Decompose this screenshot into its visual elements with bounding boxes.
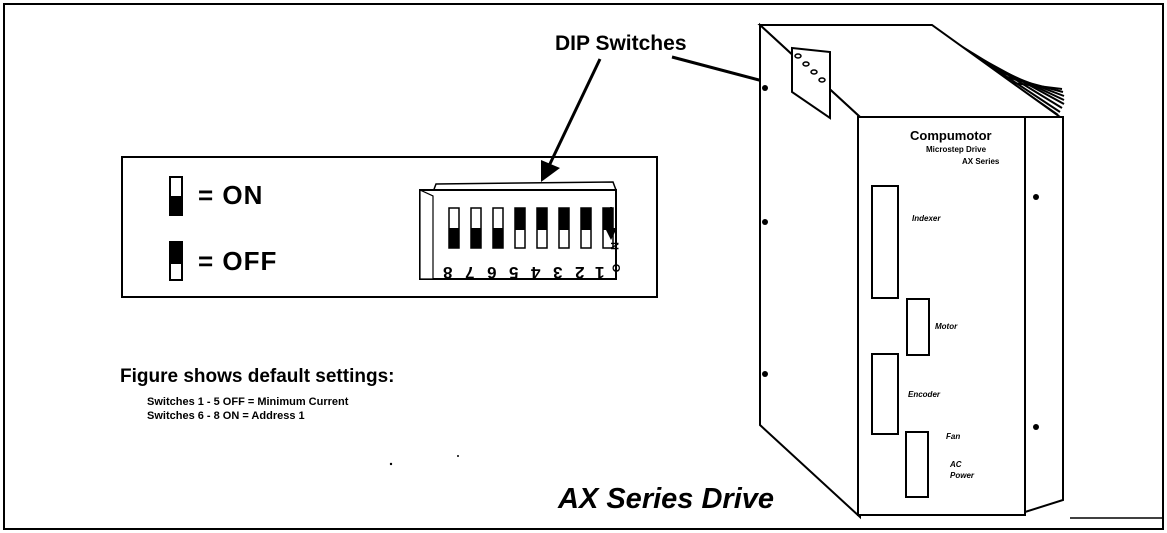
switch-panel-box — [121, 156, 658, 298]
dip-on-label-o: O — [609, 263, 622, 273]
dip-number: 3 — [553, 263, 563, 282]
indexer-port-label: Indexer — [912, 214, 941, 223]
encoder-connector — [871, 353, 899, 435]
dip-switch-knob — [537, 208, 547, 230]
legend-off-symbol — [169, 241, 183, 281]
dip-switches-callout: DIP Switches — [555, 32, 687, 55]
ac-label: AC — [950, 460, 962, 469]
dip-switch-knob — [449, 228, 459, 248]
figure-heading: Figure shows default settings: — [120, 366, 395, 387]
dip-switch-knob — [493, 228, 503, 248]
dip-number: 2 — [575, 263, 585, 282]
on-direction-arrow-icon — [605, 207, 617, 240]
dip-number: 6 — [487, 263, 497, 282]
indexer-connector — [871, 185, 899, 299]
drive-series: AX Series — [962, 157, 1000, 166]
dip-on-label-n: N — [607, 242, 620, 250]
dip-number: 5 — [509, 263, 519, 282]
legend-on-symbol — [169, 176, 183, 216]
dip-switch-knob — [515, 208, 525, 230]
legend-on-label: = ON — [198, 180, 264, 210]
motor-connector — [906, 298, 930, 356]
dip-number: 8 — [443, 263, 453, 282]
power-label: Power — [950, 471, 975, 480]
fan-label: Fan — [946, 432, 961, 441]
dip-switch-knob — [581, 208, 591, 230]
motor-port-label: Motor — [935, 322, 958, 331]
outer-border — [3, 3, 1164, 530]
dip-switch-knob — [603, 208, 613, 230]
dip-switch-block — [419, 181, 618, 280]
dip-switch-knob — [559, 208, 569, 230]
drive-subtitle: Microstep Drive — [926, 145, 987, 154]
figure-note-address: Switches 6 - 8 ON = Address 1 — [147, 410, 305, 422]
figure-note-current: Switches 1 - 5 OFF = Minimum Current — [147, 396, 349, 408]
dip-number: 7 — [465, 263, 475, 282]
dip-switch-knob — [471, 228, 481, 248]
dip-number: 4 — [531, 263, 541, 282]
dip-number: 1 — [595, 263, 605, 282]
drive-unit — [757, 22, 1065, 520]
legend-off-label: = OFF — [198, 246, 278, 276]
encoder-port-label: Encoder — [908, 390, 941, 399]
drive-title: AX Series Drive — [558, 483, 775, 515]
drive-brand: Compumotor — [910, 128, 992, 143]
power-connector — [905, 431, 929, 498]
